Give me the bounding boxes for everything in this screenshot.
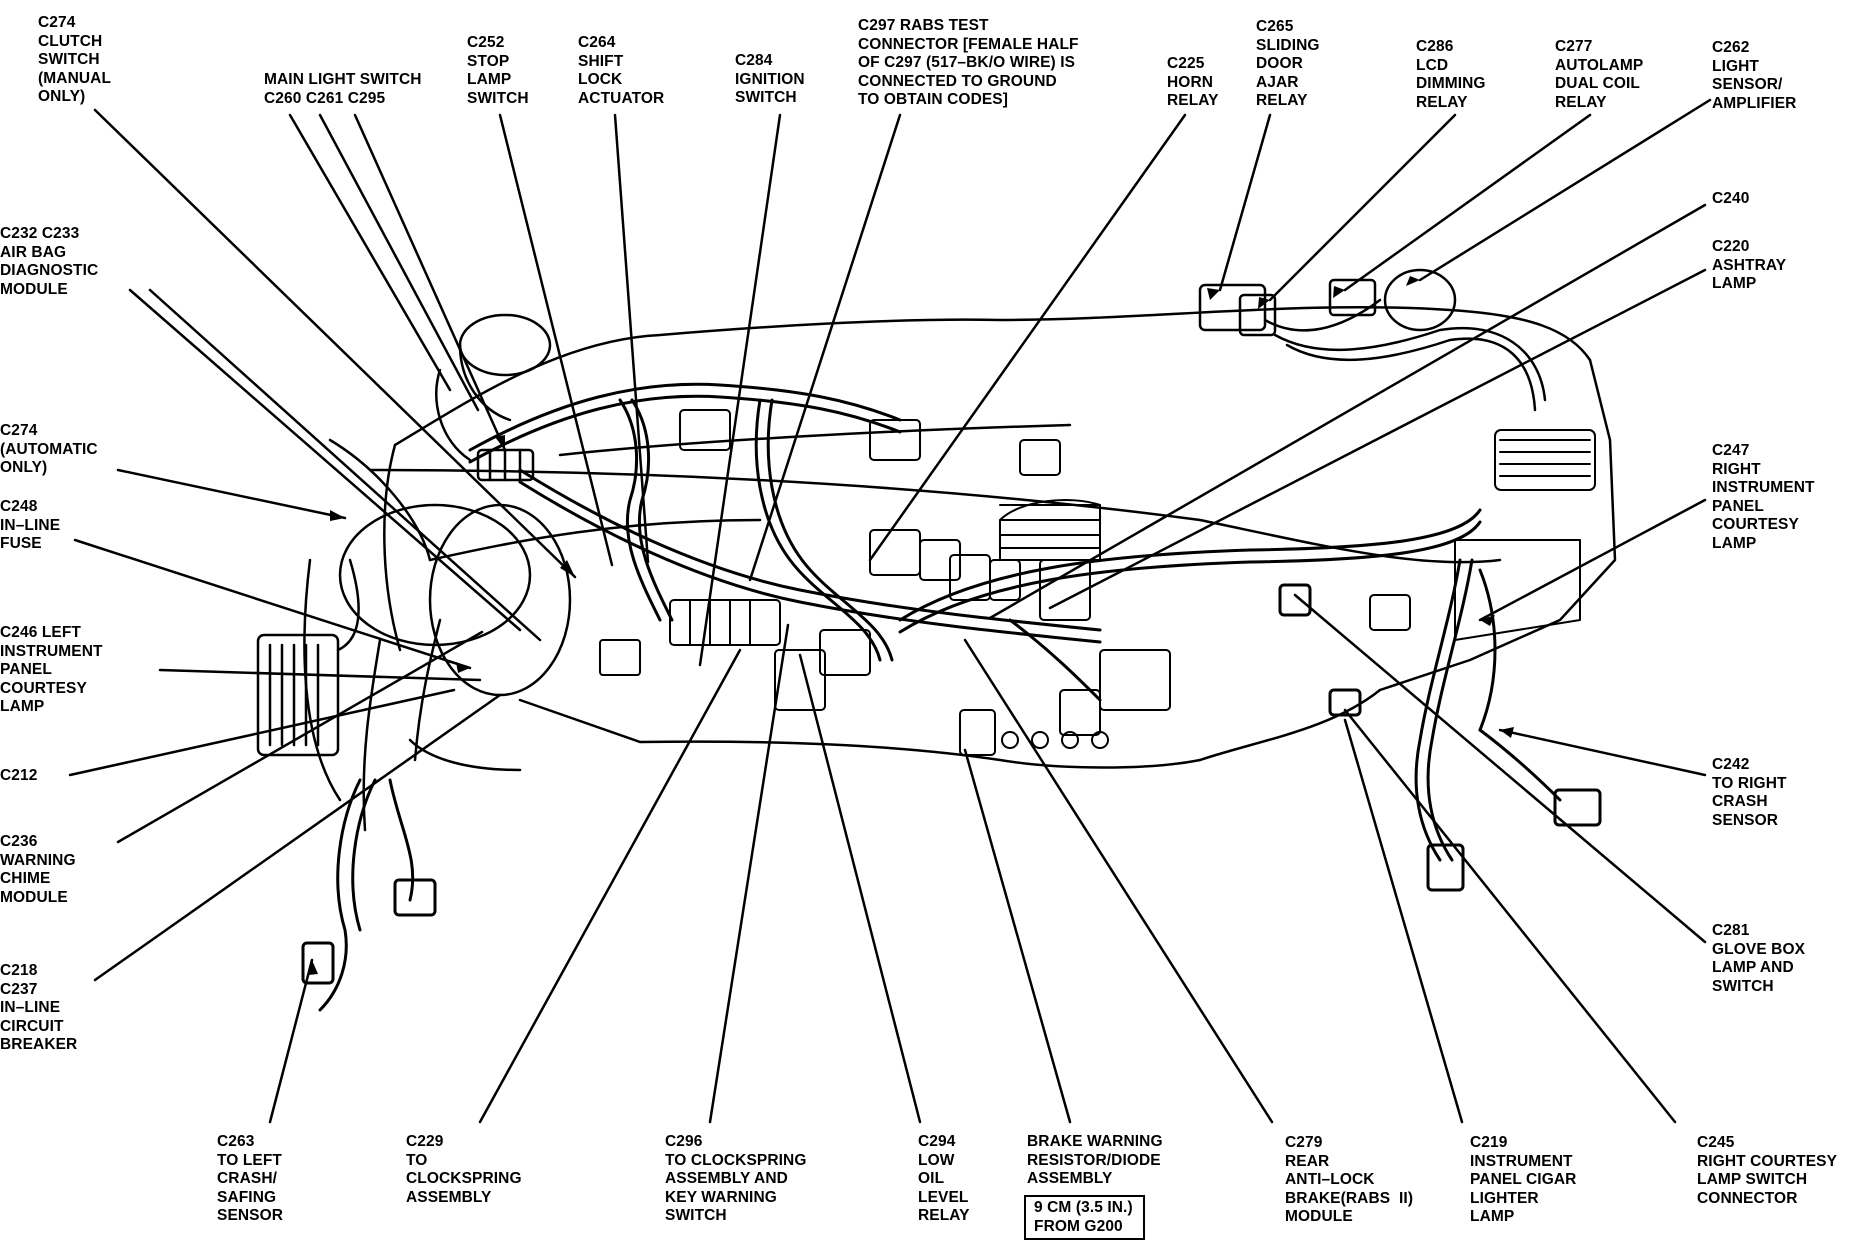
dashboard-outline	[328, 305, 1617, 772]
label-c286-lcd-dimming: C286 LCD DIMMING RELAY	[1416, 38, 1486, 111]
label-c245-right-courtesy-switch: C245 RIGHT COURTESY LAMP SWITCH CONNECTO…	[1697, 1134, 1838, 1207]
label-c242-right-crash: C242 TO RIGHT CRASH SENSOR	[1712, 756, 1787, 829]
label-c225-horn-relay: C225 HORN RELAY	[1167, 55, 1219, 110]
label-c265-sliding-door: C265 SLIDING DOOR AJAR RELAY	[1256, 18, 1320, 110]
label-c262-light-sensor: C262 LIGHT SENSOR/ AMPLIFIER	[1712, 39, 1797, 112]
label-distance-box: 9 CM (3.5 IN.) FROM G200	[1024, 1195, 1145, 1241]
label-c229-clockspring: C229 TO CLOCKSPRING ASSEMBLY	[406, 1133, 522, 1206]
label-c297-rabs-test: C297 RABS TEST CONNECTOR [FEMALE HALF OF…	[858, 17, 1079, 109]
label-c279-rabs-module: C279 REAR ANTI–LOCK BRAKE(RABS II) MODUL…	[1285, 1134, 1414, 1226]
label-c281-glove-box: C281 GLOVE BOX LAMP AND SWITCH	[1712, 922, 1806, 995]
label-c296-clockspring: C296 TO CLOCKSPRING ASSEMBLY AND KEY WAR…	[665, 1133, 807, 1225]
arrowheads	[308, 276, 1514, 975]
center-connectors	[599, 409, 1171, 756]
label-c264-shift-lock: C264 SHIFT LOCK ACTUATOR	[578, 34, 665, 107]
label-c236-chime-module: C236 WARNING CHIME MODULE	[0, 833, 76, 906]
label-c212: C212	[0, 767, 38, 784]
label-c274-automatic: C274 (AUTOMATIC ONLY)	[0, 422, 98, 477]
label-c218-c237-breaker: C218 C237 IN–LINE CIRCUIT BREAKER	[0, 962, 78, 1054]
label-c220-ashtray-lamp: C220 ASHTRAY LAMP	[1712, 238, 1787, 293]
leader-lines	[68, 98, 1712, 1124]
label-c274-clutch-switch: C274 CLUTCH SWITCH (MANUAL ONLY)	[38, 14, 112, 106]
label-c232-c233-airbag: C232 C233 AIR BAG DIAGNOSTIC MODULE	[0, 225, 99, 298]
label-c248-inline-fuse: C248 IN–LINE FUSE	[0, 498, 61, 553]
left-harness	[301, 778, 437, 1012]
label-c284-ignition-switch: C284 IGNITION SWITCH	[735, 52, 805, 107]
label-c219-cigar-lighter: C219 INSTRUMENT PANEL CIGAR LIGHTER LAMP	[1470, 1134, 1577, 1226]
label-c294-low-oil-relay: C294 LOW OIL LEVEL RELAY	[918, 1133, 970, 1225]
label-main-light-switch: MAIN LIGHT SWITCH C260 C261 C295	[264, 71, 422, 107]
left-side-module	[256, 558, 360, 757]
label-brake-warning: BRAKE WARNING RESISTOR/DIODE ASSEMBLY	[1027, 1133, 1163, 1188]
label-c240: C240	[1712, 190, 1750, 207]
right-panel-details	[999, 429, 1596, 641]
main-light-switch-cluster	[435, 313, 552, 482]
label-c247-right-courtesy: C247 RIGHT INSTRUMENT PANEL COURTESY LAM…	[1712, 442, 1815, 552]
label-c263-left-crash: C263 TO LEFT CRASH/ SAFING SENSOR	[217, 1133, 284, 1225]
label-c277-autolamp: C277 AUTOLAMP DUAL COIL RELAY	[1555, 38, 1644, 111]
steering-column	[303, 503, 572, 832]
label-c252-stop-lamp-switch: C252 STOP LAMP SWITCH	[467, 34, 529, 107]
center-harness	[468, 382, 1482, 702]
top-right-relays	[1198, 268, 1547, 412]
label-c246-left-courtesy: C246 LEFT INSTRUMENT PANEL COURTESY LAMP	[0, 624, 103, 716]
right-harness	[1278, 558, 1602, 892]
